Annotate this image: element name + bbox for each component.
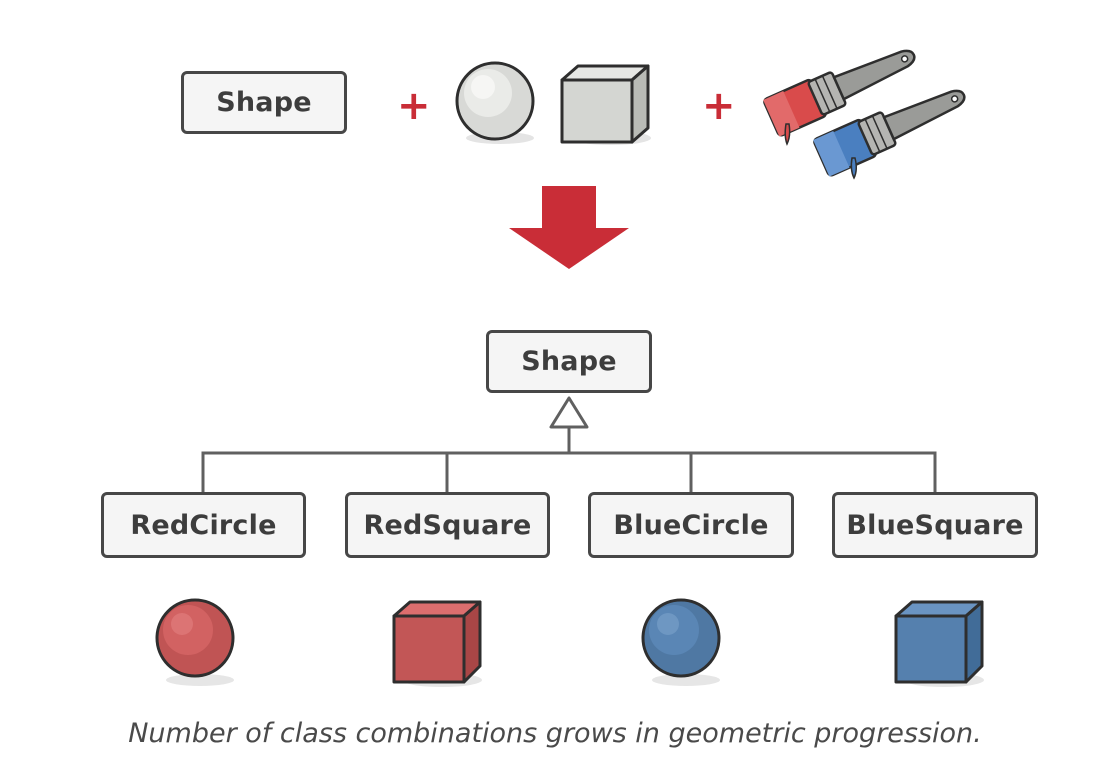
- red-circle-box: RedCircle: [101, 492, 306, 558]
- blue-sphere-icon: [641, 598, 721, 686]
- blue-square-box: BlueSquare: [832, 492, 1038, 558]
- gray-sphere-icon: [455, 61, 535, 144]
- blue-cube-icon: [894, 600, 984, 687]
- shape-box-parent: Shape: [486, 330, 652, 393]
- shape-box-top: Shape: [181, 71, 347, 134]
- red-circle-label: RedCircle: [130, 509, 277, 541]
- inheritance-arrow-icon: [549, 396, 589, 429]
- red-square-box: RedSquare: [345, 492, 550, 558]
- down-arrow-icon: [509, 186, 629, 269]
- blue-square-label: BlueSquare: [846, 509, 1024, 541]
- caption: Number of class combinations grows in ge…: [128, 718, 982, 749]
- red-square-label: RedSquare: [363, 509, 532, 541]
- blue-circle-label: BlueCircle: [613, 509, 769, 541]
- shape-box-top-label: Shape: [216, 87, 312, 118]
- red-cube-icon: [392, 600, 482, 687]
- plus-sign-1: +: [397, 83, 431, 129]
- plus-sign-2: +: [702, 83, 736, 129]
- blue-circle-box: BlueCircle: [588, 492, 794, 558]
- gray-cube-icon: [560, 64, 651, 145]
- red-sphere-icon: [155, 598, 235, 686]
- shape-box-parent-label: Shape: [521, 346, 617, 377]
- inheritance-connectors: [201, 396, 937, 492]
- paint-brushes-icon: [763, 49, 966, 180]
